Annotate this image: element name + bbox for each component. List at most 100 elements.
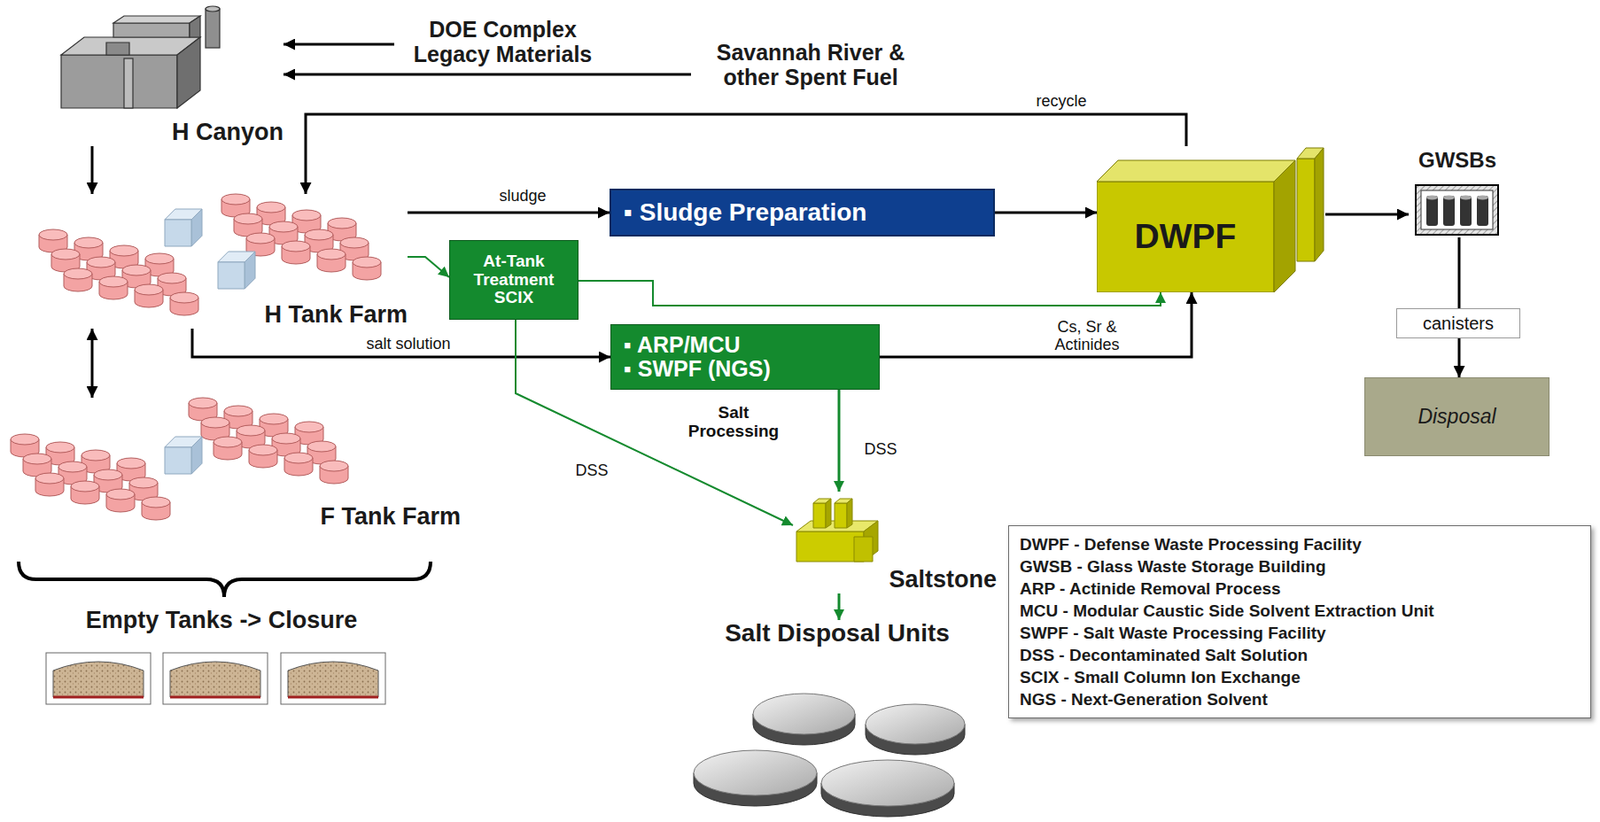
- legend-entry: NGS - Next-Generation Solvent: [1019, 688, 1580, 711]
- facility-face: [1096, 181, 1274, 293]
- node-text: DWPF: [1134, 217, 1237, 257]
- canyon-building-part: [113, 15, 201, 24]
- node-text: At-Tank Treatment SCIX: [453, 252, 575, 309]
- tank-cluster-part: [248, 444, 278, 456]
- section-label: Salt Processing: [675, 403, 792, 442]
- tank-cluster-part: [157, 272, 187, 284]
- evaporator-cube-part: [217, 262, 245, 289]
- process-box: ▪ Sludge Preparation: [609, 188, 995, 237]
- closed-tank-icon: [46, 652, 386, 705]
- tank-farm: H Tank Farm: [35, 194, 408, 329]
- edge-label: DSS: [855, 441, 906, 459]
- storage-building-icon-part: [1426, 195, 1438, 226]
- saltstone-facility-icon-part: [846, 498, 853, 529]
- storage-building-icon-part: [1476, 195, 1489, 201]
- tank-cluster-part: [233, 213, 263, 225]
- storage-building: GWSBs: [1408, 148, 1507, 238]
- storage-building-icon: [1415, 185, 1499, 235]
- disposal-unit-disk-part: [865, 704, 965, 745]
- edge-label: Cs, Sr & Actinides: [1042, 318, 1132, 355]
- node-text: H Canyon: [171, 119, 284, 147]
- tank-cluster-part: [122, 264, 151, 276]
- bracket: [18, 561, 431, 598]
- legend-text: ARP - Actinide Removal Process: [1019, 577, 1282, 600]
- tank-cluster-part: [201, 417, 230, 428]
- edge-label: recycle: [1025, 93, 1097, 111]
- source-note: Savannah River & other Spent Fuel: [691, 40, 931, 90]
- node-text: DOE Complex Legacy Materials: [394, 17, 612, 67]
- legend-entry: SCIX - Small Column Ion Exchange: [1019, 666, 1580, 689]
- evaporator-cube-part: [164, 219, 192, 247]
- node-text: H Tank Farm: [264, 302, 408, 329]
- node-text: Saltstone: [888, 566, 997, 594]
- facility-block: DWPF: [1096, 146, 1326, 293]
- flow-connector: [838, 389, 841, 492]
- tank-cluster-part: [93, 469, 123, 481]
- storage-building-icon-part: [1426, 195, 1438, 201]
- storage-building-icon-part: [1415, 185, 1499, 235]
- node-text: GWSBs: [1418, 148, 1497, 172]
- tank-cluster-part: [259, 413, 288, 425]
- flow-connector: [192, 328, 611, 358]
- canyon-building-part: [61, 54, 178, 109]
- tank-cluster-part: [271, 433, 301, 444]
- tank-cluster-part: [188, 397, 218, 409]
- canyon-building-part: [205, 6, 220, 12]
- canyon-building-part: [177, 37, 201, 109]
- flow-connector: [838, 593, 841, 621]
- node-text: F Tank Farm: [319, 504, 461, 531]
- tank-cluster-part: [109, 245, 139, 257]
- storage-building-icon-part: [1460, 195, 1472, 201]
- tank-cluster-part: [35, 473, 64, 484]
- node-text: Salt Disposal Units: [724, 620, 950, 648]
- flow-connector: [1325, 213, 1409, 217]
- tank-cluster-part: [99, 276, 128, 288]
- tank-cluster-part: [246, 233, 275, 244]
- flow-connector: [407, 256, 450, 278]
- facility-face: [1273, 160, 1296, 293]
- source-note: DOE Complex Legacy Materials: [394, 17, 612, 67]
- saltstone-facility-icon-part: [813, 503, 826, 529]
- storage-building-icon-part: [1476, 195, 1489, 226]
- tank-cluster-part: [292, 209, 321, 221]
- tank-cluster-part: [319, 460, 349, 472]
- facility-block: Saltstone: [792, 491, 997, 594]
- canyon-building-part: [205, 8, 220, 48]
- canyon-building-part: [61, 37, 201, 55]
- tank-cluster-part: [46, 442, 75, 453]
- canyon-building-part: [113, 23, 190, 38]
- legend-text: SWPF - Salt Waste Processing Facility: [1019, 621, 1327, 645]
- edge-label: sludge: [487, 187, 559, 206]
- closed-tank-icon-part: [170, 696, 261, 700]
- flow-connector: [407, 211, 610, 215]
- facility-face: [1314, 147, 1324, 262]
- node-text: ▪ Sludge Preparation: [623, 199, 867, 227]
- saltstone-facility-icon: [796, 498, 878, 562]
- edge-label: DSS: [566, 462, 617, 481]
- canyon-building-part: [189, 15, 201, 38]
- closed-tank-icon-part: [287, 696, 379, 700]
- node-text: Disposal: [1417, 405, 1496, 428]
- tank-cluster-part: [106, 489, 135, 500]
- disposal-units: Salt Disposal Units: [708, 620, 966, 648]
- legend-box: DWPF - Defense Waste Processing Facility…: [1008, 525, 1592, 719]
- evaporator-cube-part: [244, 251, 256, 289]
- legend-entry: DSS - Decontaminated Salt Solution: [1019, 644, 1580, 667]
- tank-cluster-part: [38, 229, 68, 241]
- tank-cluster-part: [284, 452, 313, 464]
- legend-entry: ARP - Actinide Removal Process: [1019, 577, 1580, 600]
- tank-cluster-part: [63, 268, 93, 280]
- canyon-building-part: [106, 42, 130, 55]
- tank-cluster-part: [256, 201, 286, 213]
- saltstone-facility-icon-part: [854, 536, 873, 562]
- tank-cluster-part: [327, 217, 357, 229]
- disposal-unit-disk-part: [821, 760, 955, 807]
- saltstone-facility-icon-part: [825, 498, 832, 529]
- edge-label-box: canisters: [1396, 308, 1521, 339]
- flow-connector: [91, 328, 94, 398]
- process-box: At-Tank Treatment SCIX: [449, 240, 579, 320]
- tank-cluster-part: [340, 237, 369, 249]
- legend-entry: MCU - Modular Caustic Side Solvent Extra…: [1019, 599, 1580, 622]
- legend-text: NGS - Next-Generation Solvent: [1019, 688, 1268, 711]
- tank-cluster-part: [170, 292, 199, 303]
